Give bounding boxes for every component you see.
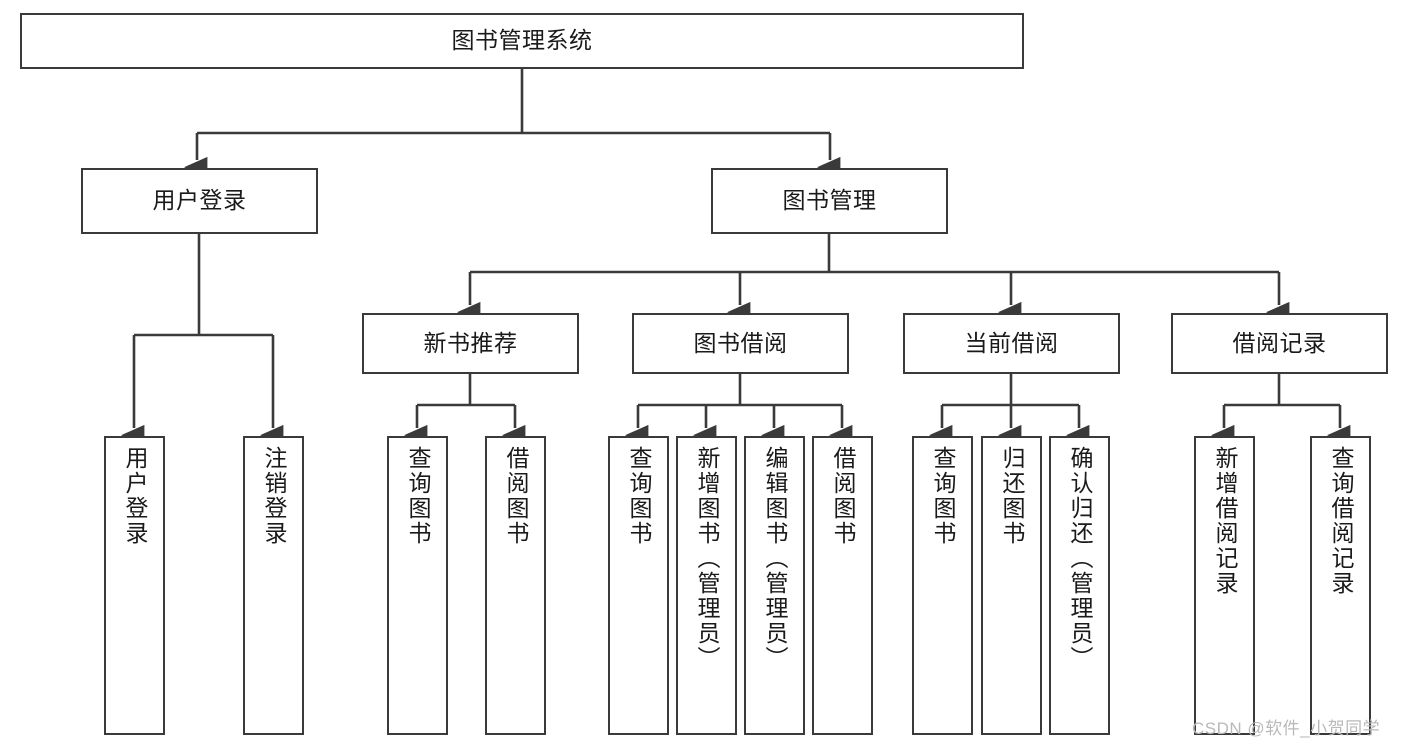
node-leaf-confirm-return-admin[interactable]: 确认归还（管理员） xyxy=(1049,436,1110,735)
node-leaf-query-book-current[interactable]: 查询图书 xyxy=(912,436,973,735)
node-label: 借阅图书 xyxy=(503,446,529,546)
node-book-management[interactable]: 图书管理 xyxy=(711,168,948,234)
node-root-book-management-system[interactable]: 图书管理系统 xyxy=(20,13,1024,69)
node-current-borrowing[interactable]: 当前借阅 xyxy=(903,313,1120,374)
node-book-borrowing[interactable]: 图书借阅 xyxy=(632,313,849,374)
node-label: 用户登录 xyxy=(122,446,148,546)
node-leaf-add-book-admin[interactable]: 新增图书（管理员） xyxy=(676,436,737,735)
node-label: 确认归还（管理员） xyxy=(1067,446,1093,671)
node-label: 查询借阅记录 xyxy=(1328,446,1354,596)
node-leaf-borrow-book[interactable]: 借阅图书 xyxy=(812,436,873,735)
node-label: 借阅图书 xyxy=(830,446,856,546)
node-label: 图书借阅 xyxy=(693,329,788,356)
node-label: 图书管理系统 xyxy=(451,27,593,54)
node-leaf-add-borrow-record[interactable]: 新增借阅记录 xyxy=(1194,436,1255,735)
node-label: 新书推荐 xyxy=(423,329,518,356)
node-label: 编辑图书（管理员） xyxy=(762,446,788,671)
node-new-book-recommendation[interactable]: 新书推荐 xyxy=(362,313,579,374)
node-leaf-user-login[interactable]: 用户登录 xyxy=(104,436,165,735)
node-label: 查询图书 xyxy=(626,446,652,546)
node-borrowing-record[interactable]: 借阅记录 xyxy=(1171,313,1388,374)
node-label: 查询图书 xyxy=(930,446,956,546)
node-leaf-query-book-new[interactable]: 查询图书 xyxy=(387,436,448,735)
node-user-login[interactable]: 用户登录 xyxy=(81,168,318,234)
node-label: 图书管理 xyxy=(782,187,877,214)
node-label: 新增借阅记录 xyxy=(1212,446,1238,596)
node-label: 当前借阅 xyxy=(964,329,1059,356)
node-leaf-return-book[interactable]: 归还图书 xyxy=(981,436,1042,735)
node-label: 注销登录 xyxy=(261,446,287,546)
node-label: 查询图书 xyxy=(405,446,431,546)
node-label: 用户登录 xyxy=(152,187,247,214)
node-label: 新增图书（管理员） xyxy=(694,446,720,671)
node-label: 归还图书 xyxy=(999,446,1025,546)
node-leaf-borrow-book-new[interactable]: 借阅图书 xyxy=(485,436,546,735)
node-label: 借阅记录 xyxy=(1232,329,1327,356)
node-leaf-edit-book-admin[interactable]: 编辑图书（管理员） xyxy=(744,436,805,735)
node-leaf-query-book-borrow[interactable]: 查询图书 xyxy=(608,436,669,735)
node-leaf-query-borrow-record[interactable]: 查询借阅记录 xyxy=(1310,436,1371,735)
watermark-text: CSDN @软件_小贺同学 xyxy=(1192,719,1381,738)
node-leaf-logout[interactable]: 注销登录 xyxy=(243,436,304,735)
